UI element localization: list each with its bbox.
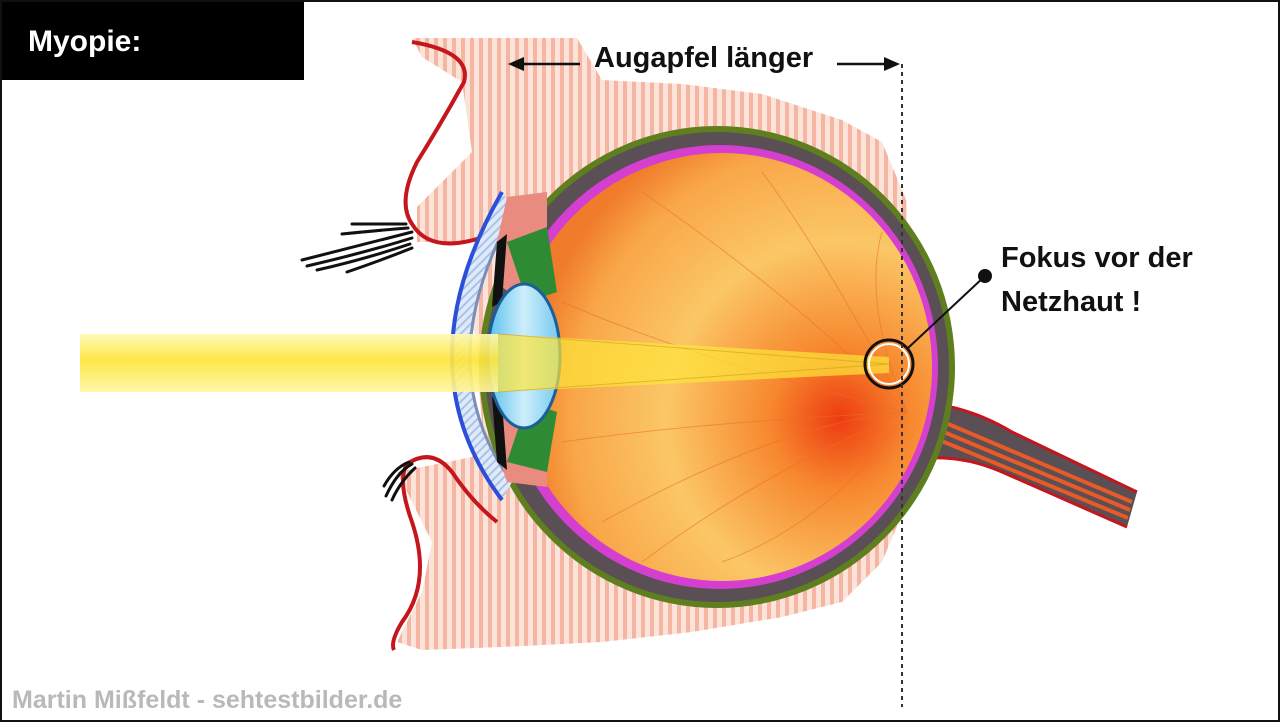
focus-callout-line [907, 275, 986, 349]
diagram-title: Myopie: [2, 2, 304, 80]
focus-label-line2: Netzhaut ! [1001, 286, 1142, 318]
iris-lower [492, 397, 507, 470]
upper-eyelashes [300, 222, 414, 274]
eyeball-length-label: Augapfel länger [594, 42, 814, 74]
focus-callout-dot [978, 269, 992, 283]
lower-eyelashes [382, 460, 417, 502]
light-beam [80, 333, 890, 393]
upper-eyelid [403, 40, 493, 246]
lower-eyelid [391, 455, 499, 651]
length-arrow [508, 57, 900, 71]
zonules-upper [507, 227, 557, 302]
zonules-lower [507, 402, 557, 472]
focus-point-circle [863, 338, 915, 390]
credit-text: Martin Mißfeldt - sehtestbilder.de [12, 686, 403, 714]
focus-label-line1: Fokus vor der [1001, 242, 1193, 274]
iris-upper [492, 234, 507, 307]
focus-label: Fokus vor der Netzhaut ! [1001, 236, 1193, 324]
